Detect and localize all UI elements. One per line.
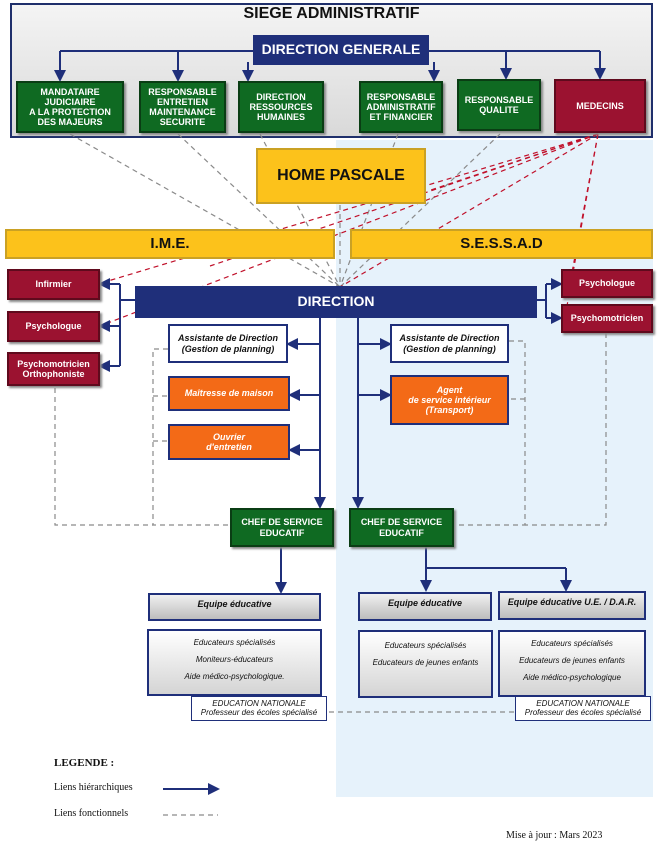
team-member: Moniteurs-éducateurs [195, 655, 274, 665]
assistante-direction-sessad-box: Assistante de Direction (Gestion de plan… [390, 324, 509, 363]
equipe-educative-ime-header: Equipe éducative [148, 593, 321, 621]
direction-box: DIRECTION [135, 286, 537, 318]
infirmier-box: Infirmier [7, 269, 100, 300]
mandataire-judiciaire-box: MANDATAIRE JUDICIAIRE A LA PROTECTION DE… [16, 81, 124, 133]
team-member: Educateurs de jeunes enfants [519, 656, 625, 666]
team-ime-members: Educateurs spécialisés Moniteurs-éducate… [147, 629, 322, 696]
home-pascale-box: HOME PASCALE [256, 148, 426, 204]
legend-functional-label: Liens fonctionnels [54, 808, 129, 819]
equipe-educative-sessad-header: Equipe éducative [358, 592, 492, 621]
direction-generale: DIRECTION GENERALE [253, 35, 429, 65]
education-nationale-sessad-box: EDUCATION NATIONALE Professeur des école… [515, 696, 651, 721]
education-nationale-title: EDUCATION NATIONALE [212, 698, 306, 708]
agent-service-interieur-box: Agent de service intérieur (Transport) [390, 375, 509, 425]
team-ue-members: Educateurs spécialisés Educateurs de jeu… [498, 630, 646, 697]
maitresse-de-maison-box: Maîtresse de maison [168, 376, 290, 411]
education-nationale-title: EDUCATION NATIONALE [536, 698, 630, 708]
direction-hierarchy-links [98, 278, 572, 594]
responsable-administratif-box: RESPONSABLE ADMINISTRATIF ET FINANCIER [359, 81, 443, 133]
chef-service-ime-box: CHEF DE SERVICE EDUCATIF [230, 508, 334, 547]
equipe-educative-ue-header: Equipe éducative U.E. / D.A.R. [498, 591, 646, 620]
education-nationale-subtitle: Professeur des écoles spécialisé [524, 707, 642, 717]
siege-title: SIEGE ADMINISTRATIF [243, 5, 420, 22]
psychologue-sessad-box: Psychologue [561, 269, 653, 298]
assistante-direction-ime-box: Assistante de Direction (Gestion de plan… [168, 324, 288, 363]
team-sessad-members: Educateurs spécialisés Educateurs de jeu… [358, 630, 493, 698]
functional-links-gray [54, 133, 607, 713]
team-member: Educateurs spécialisés [531, 639, 613, 649]
update-date: Mise à jour : Mars 2023 [506, 830, 603, 841]
education-nationale-ime-box: EDUCATION NATIONALE Professeur des école… [191, 696, 327, 721]
siege-hierarchy-links [54, 50, 606, 82]
team-member: Educateurs de jeunes enfants [372, 657, 479, 667]
responsable-entretien-box: RESPONSABLE ENTRETIEN MAINTENANCE SECURI… [139, 81, 226, 133]
team-member: Aide médico-psychologique [523, 673, 621, 683]
education-nationale-subtitle: Professeur des écoles spécialisé [200, 707, 318, 717]
sessad-banner: S.E.S.S.A.D [350, 229, 653, 259]
team-member: Aide médico-psychologique. [184, 672, 285, 682]
chef-service-sessad-box: CHEF DE SERVICE EDUCATIF [349, 508, 454, 547]
psychomotricien-orthophoniste-box: Psychomotricien Orthophoniste [7, 352, 100, 386]
legend-title: LEGENDE : [54, 757, 115, 769]
responsable-qualite-box: RESPONSABLE QUALITE [457, 79, 541, 131]
medecins-box: MEDECINS [554, 79, 646, 133]
psychomotricien-sessad-box: Psychomotricien [561, 304, 653, 333]
legend-hierarchical-label: Liens hiérarchiques [54, 782, 133, 793]
ouvrier-entretien-box: Ouvrier d'entretien [168, 424, 290, 460]
team-member: Educateurs spécialisés [384, 641, 467, 650]
team-member: Educateurs spécialisés [193, 638, 276, 648]
direction-ressources-humaines-box: DIRECTION RESSOURCES HUMAINES [238, 81, 324, 133]
psychologue-ime-box: Psychologue [7, 311, 100, 342]
ime-banner: I.M.E. [5, 229, 335, 259]
